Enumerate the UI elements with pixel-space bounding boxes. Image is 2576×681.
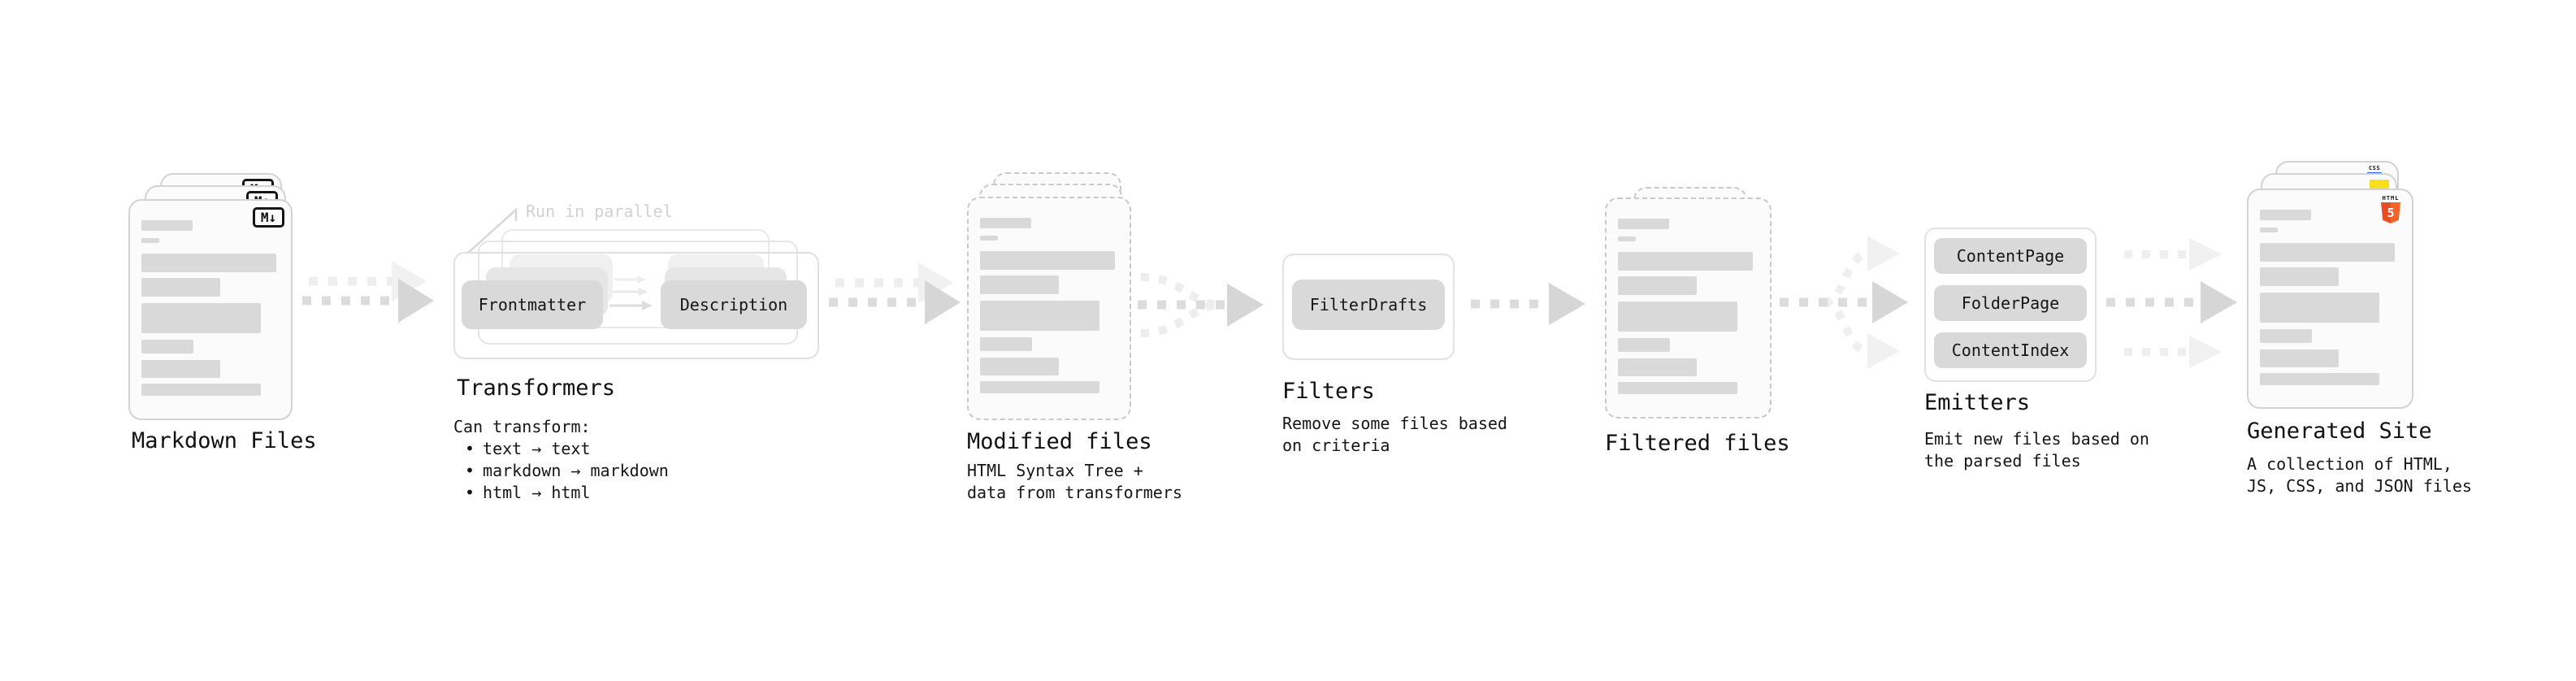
filterdrafts-chip: FilterDrafts: [1292, 280, 1445, 330]
description-chip: Description: [661, 280, 807, 329]
emitter-chip-contentindex: ContentIndex: [1934, 332, 2087, 368]
modified-files-description: HTML Syntax Tree + data from transformer…: [967, 461, 1182, 502]
filters-title: Filters: [1282, 379, 1375, 404]
frontmatter-chip: Frontmatter: [462, 280, 603, 329]
flow-arrow-markdown-to-transformers: [302, 261, 434, 323]
leader-line-icon: [466, 207, 518, 254]
generated-site-description: A collection of HTML, JS, CSS, and JSON …: [2247, 454, 2472, 496]
markdown-file-card-front: M↓: [128, 199, 293, 420]
markdown-logo-icon: M↓: [253, 207, 284, 228]
emitters-title: Emitters: [1924, 390, 2031, 415]
generated-site-title: Generated Site: [2247, 419, 2432, 444]
flow-arrow-filters-to-filtered: [1471, 283, 1585, 325]
emitters-description: Emit new files based on the parsed files: [1924, 429, 2149, 471]
site-file-card-html: HTML 5: [2247, 189, 2413, 409]
flow-arrow-modified-to-filters: [1138, 273, 1264, 337]
parallel-mini-arrows-icon: [609, 275, 653, 310]
emitter-chip-folderpage: FolderPage: [1934, 285, 2087, 321]
transformers-bullet: •html → html: [465, 483, 591, 502]
markdown-files-title: Markdown Files: [132, 428, 317, 453]
emitter-chip-contentpage: ContentPage: [1934, 238, 2087, 274]
transformers-description: Can transform: •text → text •markdown → …: [453, 416, 669, 504]
html5-badge-icon: HTML 5: [2380, 195, 2401, 223]
filters-description: Remove some files based on criteria: [1282, 414, 1507, 455]
flow-arrow-transformers-to-modified: [829, 262, 961, 324]
modified-files-title: Modified files: [967, 429, 1152, 454]
js-badge-icon: [2370, 180, 2389, 189]
transformer-box-front: [453, 252, 819, 359]
transformers-title: Transformers: [457, 375, 616, 401]
filtered-file-card-front: [1605, 197, 1772, 419]
transformers-bullet: •markdown → markdown: [465, 461, 669, 480]
flow-arrow-filtered-to-emitters: [1780, 236, 1908, 369]
file-content-bars: [980, 218, 1115, 393]
modified-file-card-front: [967, 197, 1131, 420]
file-content-bars: [141, 220, 276, 396]
flow-arrow-emitters-to-site: [2106, 238, 2237, 368]
file-content-bars: [2260, 210, 2395, 385]
filtered-files-title: Filtered files: [1605, 431, 1790, 456]
run-in-parallel-note: Run in parallel: [526, 202, 673, 221]
transformers-description-intro: Can transform:: [453, 417, 591, 436]
transformers-bullet: •text → text: [465, 439, 591, 458]
file-content-bars: [1618, 219, 1753, 394]
